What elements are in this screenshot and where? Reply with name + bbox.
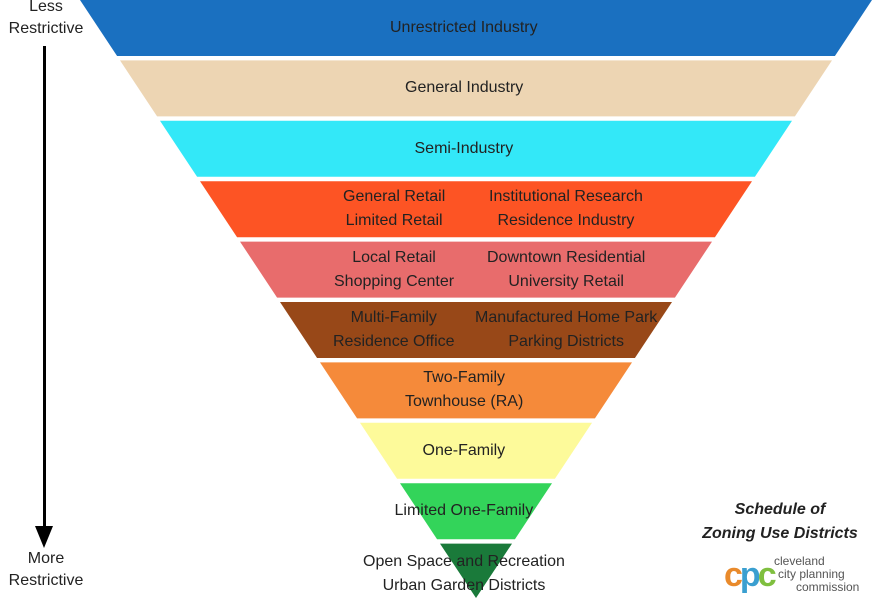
band-label-line: Parking Districts [508,333,624,350]
diagram-caption: Schedule of Zoning Use Districts [702,501,858,542]
band-label-line: Multi-Family [350,309,437,326]
band-0-label: Unrestricted Industry [390,16,538,40]
band-label-line: Open Space and Recreation [363,552,565,570]
band-1-label: General Industry [405,76,523,100]
band-label-line: University Retail [508,272,624,290]
band-label-line: Semi-Industry [414,139,514,157]
band-label-line: Manufactured Home Park [475,309,658,326]
band-label-line: Limited One-Family [394,502,534,520]
band-7-label: One-Family [423,439,506,463]
restriction-arrow-shaft [43,46,46,530]
band-label-line: Residence Industry [497,212,635,230]
zone-band-1 [119,60,833,117]
band-label-line: Urban Garden Districts [382,576,546,594]
band-label-line: Unrestricted Industry [390,19,538,36]
more-restrictive-label: More Restrictive [8,550,84,589]
cpc-logo-words: cleveland city planning commission [774,554,860,594]
cpc-logo-mark: cpc [724,556,777,594]
arrow-down-icon [35,526,53,548]
band-label-line: Institutional Research [489,188,643,206]
less-restrictive-label: Less Restrictive [8,0,84,37]
zone-band-5 [279,302,673,358]
zone-band-8 [399,483,553,540]
band-label-line: One-Family [422,441,506,459]
band-label-line: Shopping Center [334,272,455,290]
band-label-line: Two-Family [423,369,506,387]
band-label-line: Limited Retail [345,212,443,230]
band-label-line: Downtown Residential [487,248,646,266]
zone-band-6 [319,362,633,419]
band-8-label: Limited One-Family [395,499,534,523]
zone-band-9 [439,543,513,598]
band-label-line: Townhouse (RA) [405,393,524,411]
zone-band-7 [359,422,593,479]
zone-band-0 [80,0,872,56]
band-label-line: Residence Office [333,333,455,350]
band-label-line: General Retail [343,188,446,206]
zone-band-2 [159,120,793,177]
zone-band-3 [199,181,753,238]
band-label-line: General Industry [405,79,524,97]
zone-band-4 [239,241,713,298]
band-2-label: Semi-Industry [415,137,514,161]
band-label-line: Local Retail [352,248,436,266]
cpc-logo: cpc cleveland city planning commission [724,553,872,599]
